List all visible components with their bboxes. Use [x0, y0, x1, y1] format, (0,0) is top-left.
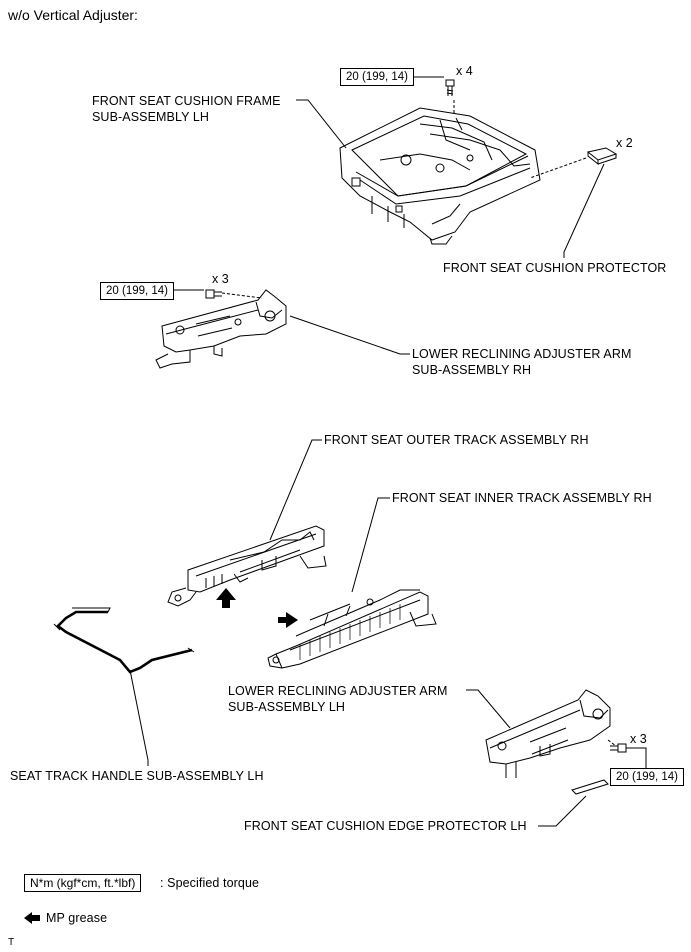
label-protector: FRONT SEAT CUSHION PROTECTOR — [443, 261, 667, 275]
legend-torque-desc: : Specified torque — [160, 876, 260, 890]
label-handle: SEAT TRACK HANDLE SUB-ASSEMBLY LH — [10, 769, 264, 783]
label-edge-protector: FRONT SEAT CUSHION EDGE PROTECTOR LH — [244, 819, 527, 833]
grease-arrow-up — [216, 588, 236, 608]
arm-rh-bolt-drawing — [205, 289, 222, 299]
arm-lh-bolt-drawing — [610, 743, 627, 753]
label-outer-track: FRONT SEAT OUTER TRACK ASSEMBLY RH — [324, 433, 589, 447]
label-frame-line2: SUB-ASSEMBLY LH — [92, 110, 210, 124]
outer-track-drawing — [167, 525, 327, 607]
edge-protector-drawing — [571, 779, 609, 795]
lower-arm-lh-drawing — [485, 689, 611, 778]
lower-arm-rh-drawing — [155, 289, 287, 369]
label-inner-track: FRONT SEAT INNER TRACK ASSEMBLY RH — [392, 491, 652, 505]
qty-arm-lh-bolts: x 3 — [630, 732, 647, 746]
protector-pad-drawing — [586, 147, 618, 166]
torque-box-arm-rh: 20 (199, 14) — [100, 282, 175, 300]
legend-torque-box: N*m (kgf*cm, ft.*lbf) — [24, 874, 142, 892]
page-title: w/o Vertical Adjuster: — [8, 7, 138, 23]
qty-frame-bolts: x 4 — [456, 64, 473, 78]
label-lower-rh-line2: SUB-ASSEMBLY RH — [412, 363, 532, 377]
legend-grease-arrow-icon — [24, 912, 40, 924]
torque-box-frame: 20 (199, 14) — [340, 68, 415, 86]
seat-cushion-frame-drawing — [339, 107, 541, 245]
label-lower-lh-line2: SUB-ASSEMBLY LH — [228, 700, 346, 714]
label-frame-line1: FRONT SEAT CUSHION FRAME — [92, 94, 281, 108]
qty-protectors: x 2 — [616, 136, 633, 150]
label-lower-rh-line1: LOWER RECLINING ADJUSTER ARM — [412, 347, 632, 361]
label-lower-lh-line1: LOWER RECLINING ADJUSTER ARM — [228, 684, 448, 698]
grease-arrow-right — [278, 612, 298, 628]
footer-mark: T — [8, 937, 15, 948]
frame-bolt-drawing — [445, 79, 455, 96]
qty-arm-rh-bolts: x 3 — [212, 272, 229, 286]
inner-track-drawing — [267, 589, 437, 669]
torque-box-arm-lh: 20 (199, 14) — [610, 768, 685, 786]
legend-grease-desc: MP grease — [46, 911, 108, 925]
track-handle-drawing — [53, 607, 195, 674]
